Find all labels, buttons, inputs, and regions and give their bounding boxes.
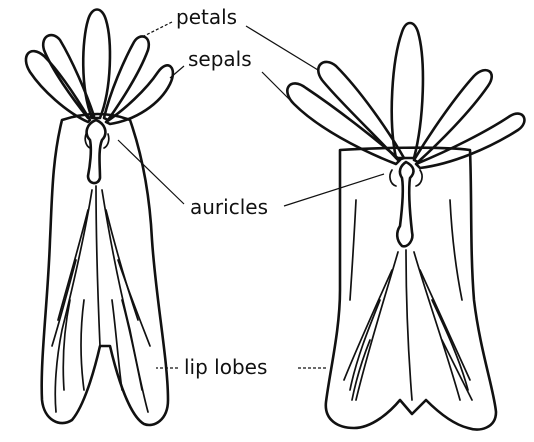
right-lip-veins <box>344 200 472 400</box>
sepals-label: sepals <box>188 47 252 71</box>
left-lip <box>42 114 168 425</box>
petals-leader-left <box>144 22 172 36</box>
left-dorsal-sepal <box>83 10 110 119</box>
sepals-leader-right <box>262 72 290 100</box>
lip-lobes-label: lip lobes <box>184 355 267 379</box>
left-column <box>87 120 106 183</box>
left-lip-veins <box>52 186 150 412</box>
right-auricle-right <box>416 170 422 186</box>
left-petal-left <box>43 35 94 118</box>
left-sepal-left <box>26 51 90 122</box>
auricles-leader-left <box>118 140 184 204</box>
right-column <box>397 162 413 246</box>
left-flower <box>26 10 173 426</box>
petals-leader-right <box>246 26 318 70</box>
petals-label: petals <box>176 5 237 29</box>
right-auricle-left <box>390 170 396 186</box>
right-flower <box>287 23 524 429</box>
auricles-leader-right <box>284 174 384 206</box>
right-dorsal-sepal <box>392 23 423 158</box>
auricles-label: auricles <box>190 195 268 219</box>
